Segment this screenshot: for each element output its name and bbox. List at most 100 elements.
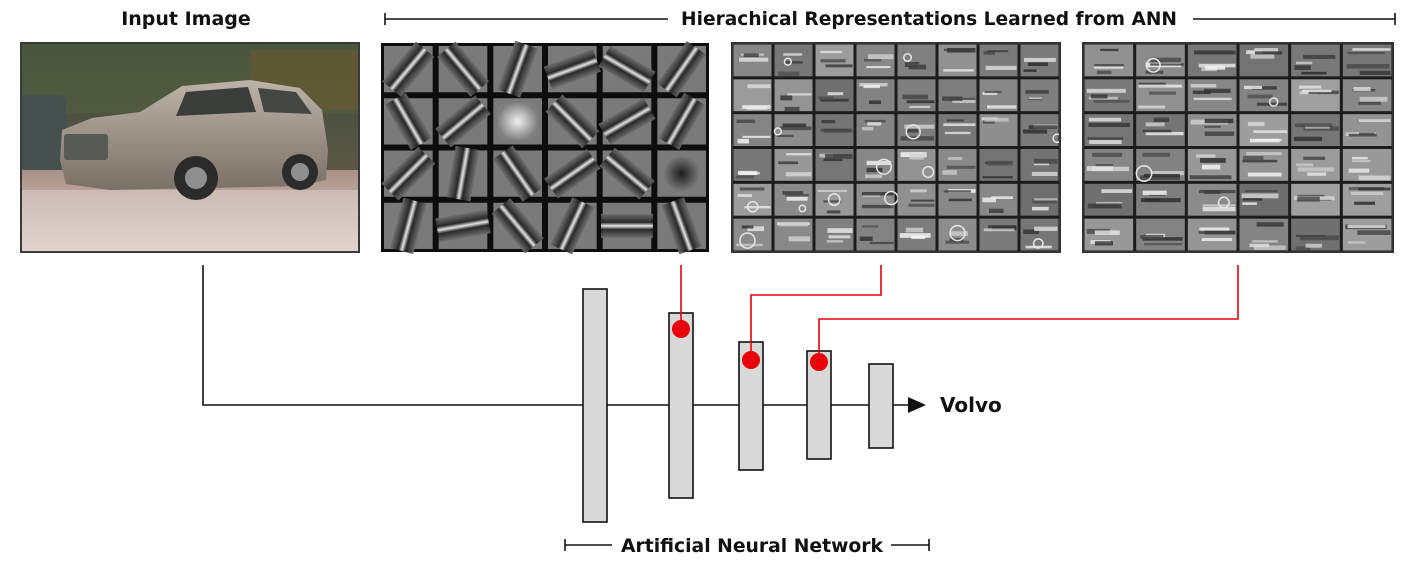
object-feature-cell: [1342, 183, 1392, 216]
part-feature-cell: [938, 218, 977, 251]
output-arrow-icon: [908, 397, 926, 413]
object-feature-cell: [1239, 79, 1289, 112]
part-feature-cell: [774, 79, 813, 112]
output-label: Volvo: [940, 393, 1002, 417]
network-layers: [582, 288, 894, 523]
part-feature-cell: [897, 114, 936, 146]
object-feature-cell: [1291, 44, 1340, 77]
part-feature-cell: [1020, 79, 1059, 112]
part-feature-cell: [856, 218, 895, 251]
part-feature-cell: [1020, 218, 1059, 251]
object-feature-cell: [1187, 114, 1237, 146]
part-feature-cell: [856, 114, 895, 146]
part-feature-cell: [733, 149, 772, 181]
object-feature-cell: [1136, 44, 1185, 77]
part-feature-cell: [773, 114, 813, 146]
edge-feature-cell: [598, 97, 656, 145]
object-feature-cell: [1084, 79, 1134, 112]
part-feature-cell: [733, 79, 772, 112]
object-feature-cell: [1136, 79, 1185, 112]
part-feature-cell: [1020, 114, 1063, 146]
part-feature-cell: [979, 149, 1018, 181]
input-connector: [202, 265, 910, 406]
object-feature-cell: [1135, 149, 1185, 182]
object-feature-cell: [1084, 149, 1134, 181]
layer-1: [582, 288, 608, 523]
part-feature-cell: [856, 44, 895, 77]
part-feature-cell: [774, 44, 813, 77]
part-feature-cell: [979, 114, 1018, 146]
edge-feature-cell: [491, 198, 544, 254]
object-feature-cell: [1239, 114, 1289, 146]
part-feature-cell: [979, 44, 1018, 77]
object-feature-cell: [1239, 218, 1289, 251]
object-feature-cell: [1136, 114, 1185, 146]
part-feature-cell: [938, 183, 977, 216]
object-feature-cell: [1187, 79, 1237, 112]
part-feature-cell: [938, 44, 977, 77]
edge-features-panel: [381, 40, 709, 255]
object-feature-cell: [1084, 183, 1134, 216]
edge-feature-cell: [435, 95, 491, 148]
part-feature-cell: [733, 114, 772, 146]
edge-feature-cell: [382, 41, 435, 97]
layer-2: [668, 312, 694, 499]
object-feature-cell: [1342, 218, 1392, 251]
edge-feature-cell: [493, 98, 542, 145]
part-feature-cell: [979, 183, 1018, 216]
edge-feature-cell: [492, 145, 543, 202]
object-feature-cell: [1239, 149, 1289, 181]
network-bracket: [564, 539, 930, 551]
part-feature-cell: [979, 218, 1018, 251]
part-feature-cell: [897, 218, 936, 251]
part-feature-cell: [938, 149, 977, 181]
part-feature-cell: [856, 149, 895, 181]
edge-feature-cell: [384, 92, 433, 150]
part-feature-cell: [815, 183, 854, 216]
input-image-panel: [20, 42, 360, 253]
edge-feature-cell: [601, 202, 653, 249]
layer-5: [868, 363, 894, 449]
part-features-panel: [731, 42, 1063, 253]
edge-feature-cell: [544, 148, 601, 199]
object-feature-cell: [1342, 114, 1392, 146]
part-feature-cell: [979, 79, 1018, 112]
part-feature-cell: [774, 149, 813, 181]
part-feature-cell: [1020, 44, 1059, 77]
part-feature-cell: [815, 114, 854, 146]
part-feature-cell: [1020, 183, 1059, 216]
part-feature-cell: [897, 44, 936, 77]
connector-dot-layer-4: [810, 353, 828, 371]
object-feature-cell: [1291, 114, 1340, 146]
object-feature-cell: [1291, 149, 1340, 181]
object-connector: [818, 265, 1239, 362]
part-feature-cell: [733, 183, 772, 216]
part-feature-cell: [856, 183, 899, 216]
part-feature-cell: [815, 79, 854, 112]
edge-feature-cell: [435, 202, 491, 249]
edge-feature-cell: [657, 150, 706, 197]
object-feature-cell: [1136, 183, 1185, 216]
object-feature-cell: [1239, 44, 1289, 77]
edge-feature-cell: [599, 147, 655, 200]
part-feature-cell: [897, 149, 936, 181]
hierarchy-bracket: [384, 13, 1396, 25]
object-feature-cell: [1187, 218, 1237, 251]
object-feature-cell: [1342, 149, 1392, 181]
part-connector: [750, 265, 882, 360]
object-feature-cell: [1342, 44, 1392, 77]
object-feature-cell: [1291, 183, 1340, 216]
connector-dot-layer-2: [672, 320, 690, 338]
edge-feature-cell: [381, 146, 436, 201]
object-feature-cell: [1342, 79, 1392, 112]
part-feature-cell: [1020, 149, 1059, 181]
edge-feature-cell: [384, 197, 433, 255]
edge-feature-cell: [438, 145, 488, 202]
part-feature-cell: [774, 218, 813, 251]
network-label: Artificial Neural Network: [621, 535, 883, 557]
part-feature-cell: [815, 44, 854, 77]
object-feature-cell: [1187, 44, 1237, 77]
connector-dot-layer-3: [742, 351, 760, 369]
edge-feature-cell: [657, 197, 706, 255]
